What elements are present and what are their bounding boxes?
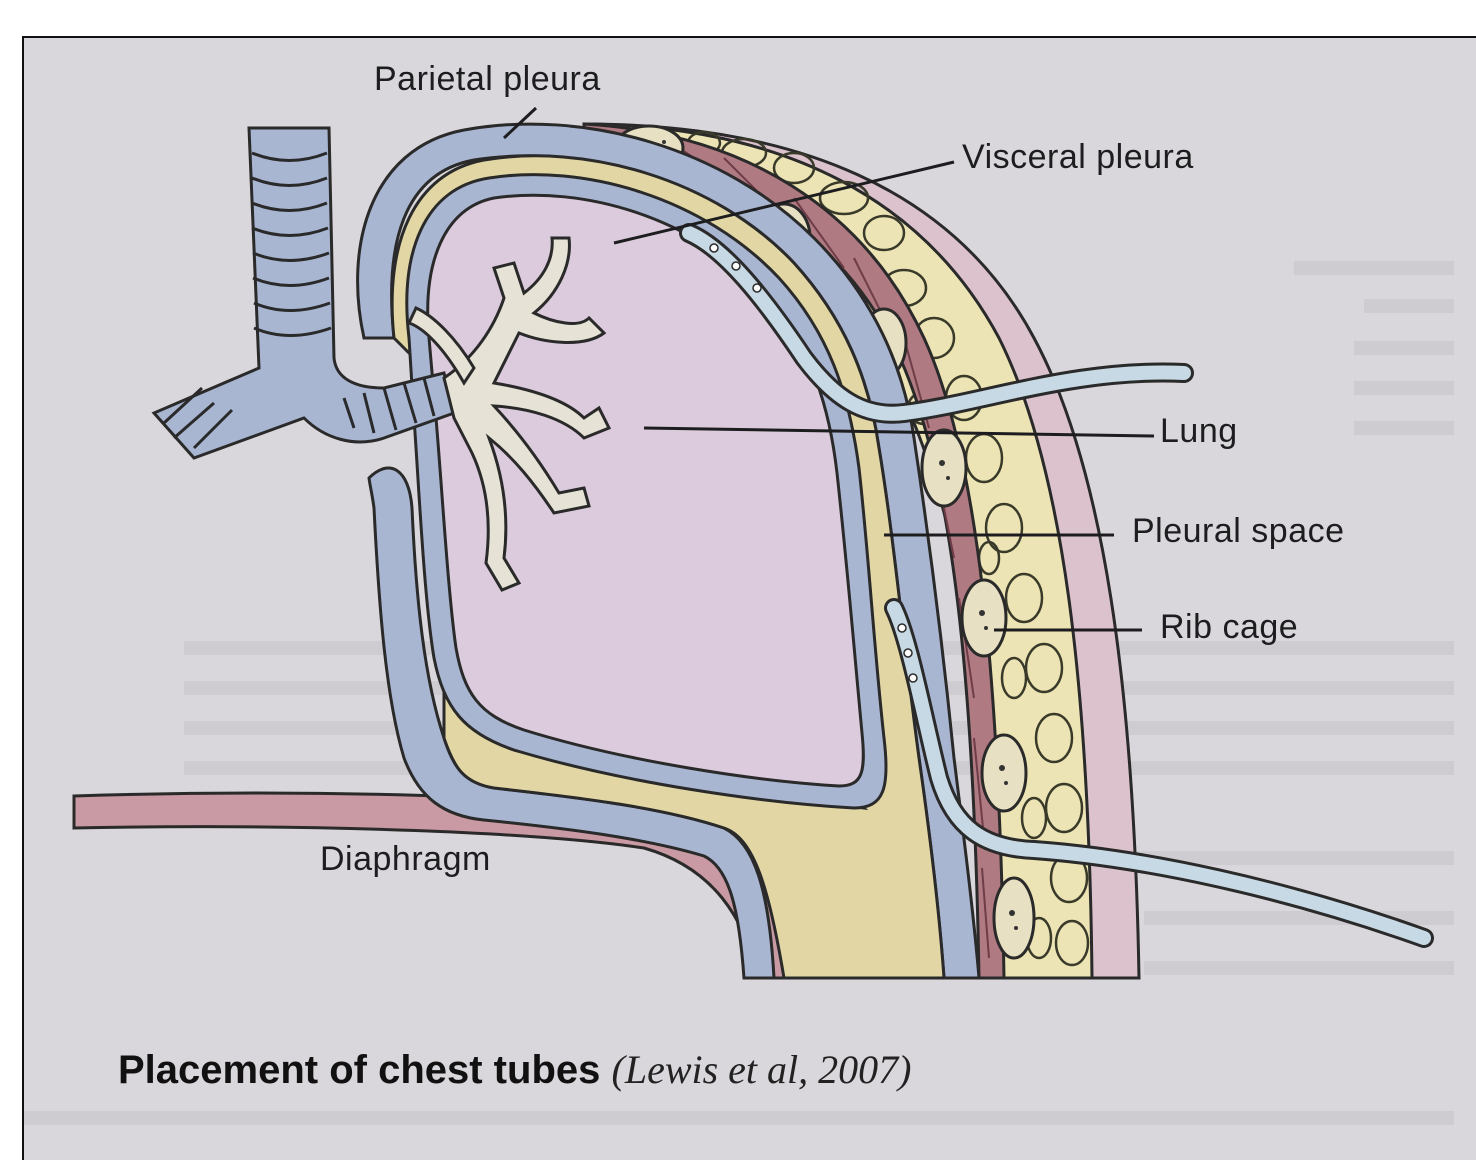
caption-title: Placement of chest tubes (118, 1048, 600, 1092)
chest-tube-diagram (24, 38, 1476, 1160)
label-parietal-pleura: Parietal pleura (374, 60, 601, 99)
label-pleural-space: Pleural space (1132, 512, 1345, 551)
caption-citation: (Lewis et al, 2007) (612, 1047, 912, 1092)
label-visceral-pleura: Visceral pleura (962, 138, 1194, 177)
figure-caption: Placement of chest tubes (Lewis et al, 2… (118, 1046, 911, 1093)
label-diaphragm: Diaphragm (320, 840, 491, 879)
label-lung: Lung (1160, 412, 1238, 451)
figure-frame: Parietal pleura Visceral pleura Lung Ple… (22, 36, 1476, 1160)
label-rib-cage: Rib cage (1160, 608, 1298, 647)
